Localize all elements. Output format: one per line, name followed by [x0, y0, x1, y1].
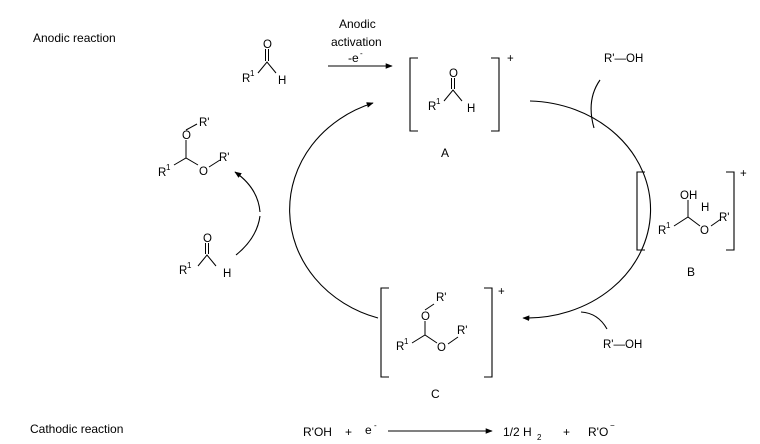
atom-r-prime: R' — [719, 212, 730, 224]
atom-o: O — [182, 130, 191, 142]
acetal-release-arrow — [234, 171, 261, 213]
alcohol-addition-arrow-1 — [590, 79, 601, 129]
atom-o: O — [437, 342, 446, 354]
cathodic-electron: e — [365, 423, 372, 437]
atom-r: R — [428, 101, 436, 113]
aldehyde-addition-arrow — [235, 215, 261, 256]
label-b: B — [687, 265, 695, 279]
cathodic-reactant: R'OH — [303, 425, 332, 439]
cathodic-reaction-label: Cathodic reaction — [30, 422, 123, 436]
superscript-1: 1 — [187, 261, 192, 270]
atom-r-prime: R' — [457, 325, 468, 337]
intermediate-b: + OH H O R' R 1 B — [636, 168, 747, 279]
atom-r-prime: R' — [436, 292, 447, 304]
atom-o: O — [449, 68, 458, 80]
anodic-reaction-label: Anodic reaction — [33, 31, 116, 45]
superscript-1: 1 — [250, 69, 255, 78]
activation-label-line1: Anodic — [339, 17, 376, 31]
anodic-activation-step: Anodic activation -e - — [328, 17, 393, 69]
atom-r-prime: R' — [219, 152, 230, 164]
cathodic-product-hydrogen: 1/2 H — [503, 425, 532, 439]
label-c: C — [431, 387, 440, 401]
acetal-product: O R' O R' R 1 — [158, 117, 230, 179]
superscript-1: 1 — [436, 97, 441, 106]
atom-h: H — [278, 75, 286, 87]
atom-r: R — [158, 167, 166, 179]
atom-r: R — [179, 265, 187, 277]
intermediate-c: + O R' O R' R 1 C — [380, 286, 505, 401]
cathodic-product-alkoxide-sup: − — [610, 421, 615, 430]
atom-o: O — [199, 166, 208, 178]
superscript-1: 1 — [166, 163, 171, 172]
charge-plus-b: + — [740, 168, 747, 180]
electron-charge-sup: - — [360, 49, 363, 58]
atom-o: O — [700, 225, 709, 237]
activation-label-line2: activation — [331, 35, 382, 49]
cycle-arc-left — [289, 102, 379, 319]
cathodic-plus-1: + — [345, 425, 352, 439]
cathodic-equation: R'OH + e - 1/2 H 2 + R'O − — [303, 421, 615, 442]
cathodic-plus-2: + — [563, 425, 570, 439]
alcohol-reagent-bottom: R'—OH — [603, 339, 642, 351]
superscript-1: 1 — [404, 337, 409, 346]
cathodic-product-alkoxide: R'O — [588, 425, 608, 439]
label-a: A — [441, 146, 449, 160]
atom-r: R — [658, 225, 666, 237]
superscript-1: 1 — [666, 221, 671, 230]
cathodic-electron-sup: - — [374, 421, 377, 430]
atom-h: H — [467, 103, 475, 115]
atom-h: H — [701, 202, 709, 214]
atom-o: O — [263, 39, 272, 51]
atom-o: O — [421, 311, 430, 323]
atom-h: H — [223, 268, 231, 280]
atom-r: R — [242, 73, 250, 85]
charge-plus-c: + — [498, 286, 505, 298]
alcohol-addition-arrow-2 — [580, 311, 608, 330]
cycle-arc-right — [522, 100, 652, 321]
atom-r: R — [396, 341, 404, 353]
atom-o: O — [203, 233, 212, 245]
atom-oh: OH — [680, 190, 697, 202]
aldehyde-reactant-left: O R 1 H — [179, 233, 231, 280]
electron-loss-label: -e — [348, 51, 359, 65]
charge-plus-a: + — [507, 53, 514, 65]
cathodic-product-hydrogen-sub: 2 — [537, 433, 542, 442]
aldehyde-reactant-top: O R 1 H — [242, 39, 286, 87]
alcohol-reagent-top: R'—OH — [604, 53, 643, 65]
atom-r-prime: R' — [199, 117, 210, 129]
intermediate-a: + O R 1 H A — [409, 53, 514, 160]
